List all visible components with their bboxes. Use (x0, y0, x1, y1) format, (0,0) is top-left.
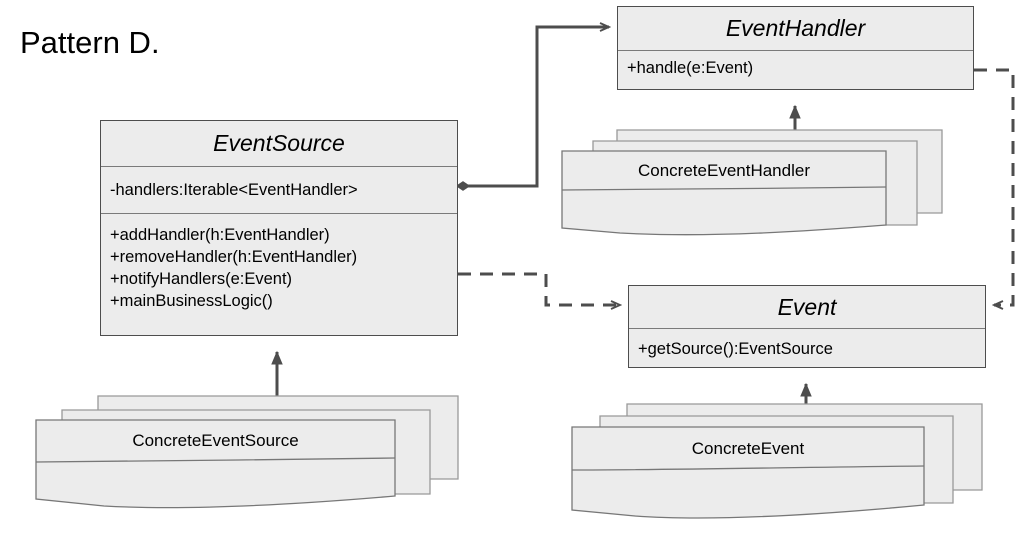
class-stack-concrete-event-source[interactable]: ConcreteEventSource (34, 394, 474, 524)
relationship-aggregation-eventsource-eventhandler (455, 27, 609, 191)
relationship-dependency-eventsource-event (458, 272, 620, 305)
class-box-event[interactable]: Event +getSource():EventSource (628, 285, 986, 368)
operations-compartment-event-source: +addHandler(h:EventHandler) +removeHandl… (101, 214, 457, 336)
compartment-separator (629, 328, 985, 329)
aggregation-line (463, 27, 609, 188)
aggregation-diamond (455, 181, 471, 191)
compartment-separator (101, 166, 457, 167)
operation-remove-handler: +removeHandler(h:EventHandler) (110, 248, 358, 266)
operation-main-business-logic: +mainBusinessLogic() (110, 292, 273, 310)
stack-compartment-separator (571, 465, 925, 471)
class-box-event-source[interactable]: EventSource -handlers:Iterable<EventHand… (100, 120, 458, 336)
stack-compartment-separator (35, 457, 396, 463)
dependency-line (974, 68, 1015, 305)
dependency-line (458, 272, 620, 305)
class-stack-concrete-event-handler[interactable]: ConcreteEventHandler (560, 128, 960, 243)
stack-compartment-separator (561, 186, 887, 191)
page-title: Pattern D. (20, 25, 160, 60)
class-name-event-source: EventSource (213, 130, 345, 156)
compartment-separator (618, 50, 973, 51)
class-box-event-handler[interactable]: EventHandler +handle(e:Event) (617, 6, 974, 90)
operation-handle: +handle(e:Event) (627, 59, 754, 77)
class-stack-concrete-event[interactable]: ConcreteEvent (570, 402, 1000, 537)
operation-add-handler: +addHandler(h:EventHandler) (110, 226, 330, 244)
operation-get-source: +getSource():EventSource (638, 339, 833, 358)
stack-sheet-front (561, 150, 887, 236)
operation-notify-handlers: +notifyHandlers(e:Event) (110, 270, 293, 288)
attribute-handlers: -handlers:Iterable<EventHandler> (110, 181, 358, 199)
class-name-event: Event (777, 293, 837, 320)
class-name-event-handler: EventHandler (725, 15, 866, 41)
stack-sheet-front (35, 419, 396, 509)
stack-sheet-front (571, 426, 925, 519)
attributes-compartment-event-source: -handlers:Iterable<EventHandler> (101, 167, 457, 213)
operations-compartment-event: +getSource():EventSource (629, 329, 985, 368)
compartment-separator (101, 213, 457, 214)
relationship-dependency-eventhandler-event (974, 68, 1015, 305)
operations-compartment-event-handler: +handle(e:Event) (618, 51, 973, 90)
